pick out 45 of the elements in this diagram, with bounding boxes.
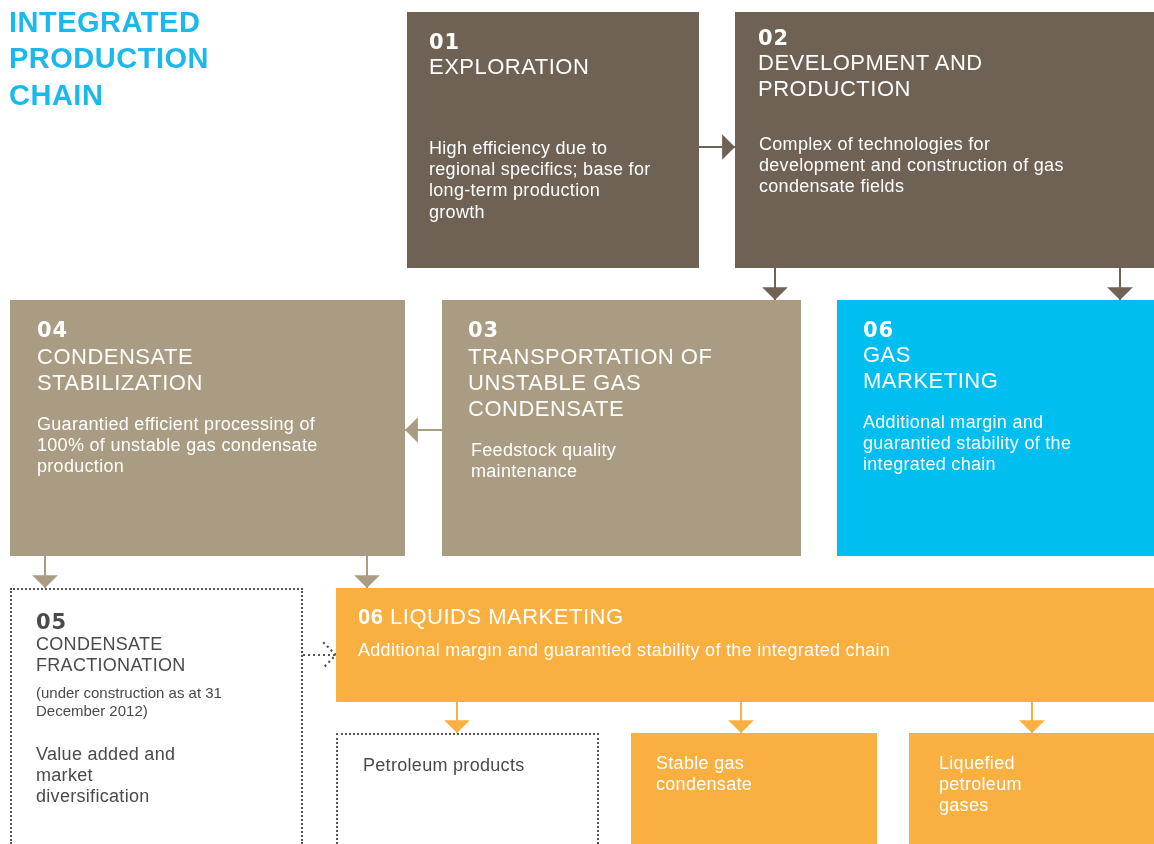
step-heading: EXPLORATION: [429, 54, 591, 80]
step-box: [837, 300, 1154, 556]
step-heading: TRANSPORTATION OF UNSTABLE GAS CONDENSATE: [468, 344, 714, 422]
dotted-outline-box: [10, 588, 303, 844]
arrow: [444, 701, 470, 734]
step-number: 04: [37, 318, 70, 343]
step-number: 01: [429, 30, 462, 55]
step-description: Petroleum products: [363, 755, 526, 777]
step-heading: CONDENSATE STABILIZATION: [37, 344, 204, 396]
arrow: [762, 267, 788, 301]
step-description: Additional margin and guarantied stability of the integrated chain: [863, 412, 1073, 476]
dotted-outline-box: [336, 733, 599, 844]
step-box: [735, 12, 1154, 268]
step-box: [909, 733, 1154, 844]
step-description: High efficiency due to regional specifics; base for long-term production growth: [429, 138, 652, 223]
step-number: 03: [468, 318, 501, 343]
arrow: [698, 134, 736, 160]
step-description: Complex of technologies for development and construction of gas condensate fields: [759, 134, 1065, 198]
step-description: Feedstock quality maintenance: [471, 440, 618, 483]
step-box: [631, 733, 877, 844]
step-description: Value added and market diversification: [36, 744, 177, 808]
step-box: [10, 300, 405, 556]
step-box: [336, 588, 1154, 702]
arrow: [1019, 701, 1045, 734]
step-box: [407, 12, 699, 268]
step-description: Liquefied petroleum gases: [939, 753, 1023, 817]
arrow: [302, 641, 338, 669]
step-number: 02: [758, 26, 791, 51]
step-heading: DEVELOPMENT AND PRODUCTION: [758, 50, 984, 102]
status-note: (under construction as at 31 December 2012): [36, 684, 223, 720]
step-description: Guarantied efficient processing of 100% of unstable gas condensate production: [37, 414, 319, 478]
arrow: [404, 417, 443, 443]
step-description: CONDENSATE FRACTIONATION: [36, 634, 187, 677]
arrow: [32, 555, 58, 589]
step-number: 06: [863, 318, 896, 343]
step-box: [442, 300, 801, 556]
arrow: [728, 701, 754, 734]
step-description: Stable gas condensate: [656, 753, 754, 796]
step-description: Additional margin and guarantied stability of the integrated chain: [358, 640, 892, 662]
arrow: [1107, 267, 1133, 301]
step-number: 05: [36, 610, 69, 635]
step-heading: 06 LIQUIDS MARKETING: [358, 604, 625, 630]
title: INTEGRATED PRODUCTION CHAIN: [9, 5, 210, 113]
step-heading: GAS MARKETING: [863, 342, 1000, 394]
arrow: [354, 555, 380, 589]
